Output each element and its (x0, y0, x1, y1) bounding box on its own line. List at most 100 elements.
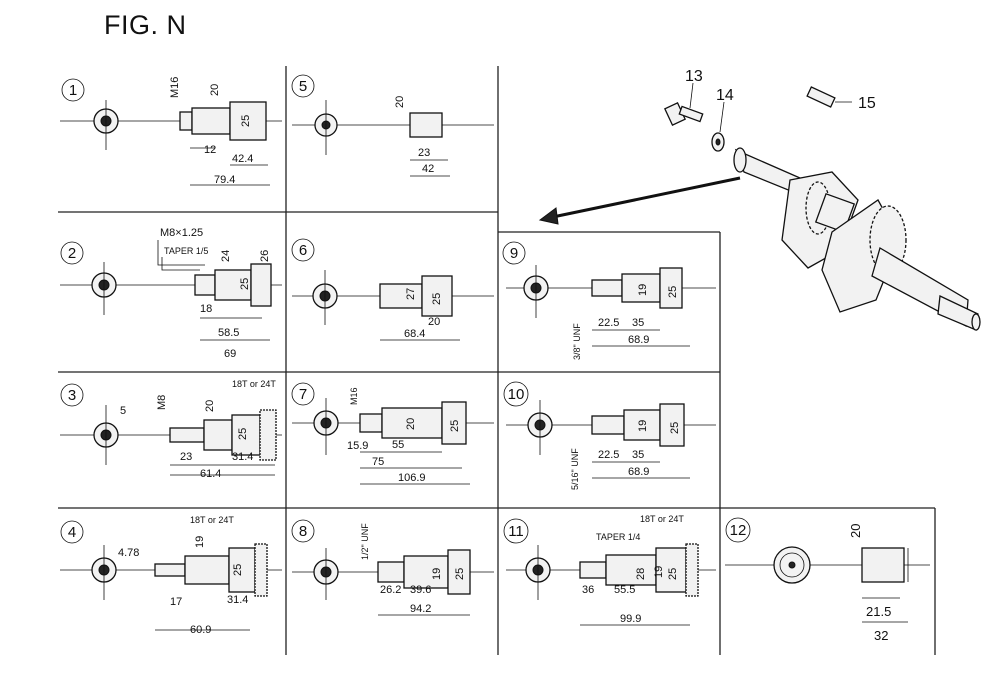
part-number: 14 (716, 87, 734, 104)
dim-label: 20 (394, 96, 406, 108)
crankshaft-assembly: 13 14 15 (538, 68, 981, 331)
dim-label: 25 (449, 420, 461, 432)
dim-label: 19 (637, 420, 649, 432)
dim-label: 26 (259, 250, 271, 262)
dim-label: 18T or 24T (232, 379, 276, 389)
dim-label: 20 (204, 400, 216, 412)
dim-label: 31.4 (232, 451, 253, 463)
dim-label: TAPER 1/5 (164, 246, 208, 256)
dim-label: 15.9 (347, 440, 368, 452)
part-number: 13 (685, 68, 703, 85)
dim-label: 26.2 (380, 584, 401, 596)
dim-label: 31.4 (227, 594, 248, 606)
cell-8: 8 1/2" UNF 19 25 26.2 39.6 94.2 (291, 519, 494, 616)
grid (58, 66, 936, 655)
cell-10: 10 5/16" UNF 19 25 22.5 35 68.9 (503, 381, 716, 490)
dim-label: 17 (170, 596, 182, 608)
dim-label: 1/2" UNF (360, 523, 370, 560)
dim-label: 55 (392, 439, 404, 451)
cell-number: 7 (299, 386, 307, 403)
key-icon (806, 86, 836, 108)
dim-label: 21.5 (866, 604, 891, 619)
cell-number: 4 (68, 524, 76, 541)
dim-label: 25 (669, 422, 681, 434)
figure-title: FIG. N (104, 10, 187, 40)
cell-7: 7 M16 20 25 15.9 55 75 106.9 (291, 382, 494, 485)
dim-label: 25 (431, 293, 443, 305)
cell-number: 8 (299, 523, 307, 540)
cell-number: 10 (508, 386, 525, 403)
dim-label: 25 (237, 428, 249, 440)
dim-label: 18T or 24T (640, 514, 684, 524)
dim-label: 18 (200, 303, 212, 315)
dim-label: 23 (180, 451, 192, 463)
dim-label: 19 (194, 536, 206, 548)
cell-9: 9 3/8" UNF 19 25 22.5 35 68.9 (502, 241, 716, 360)
dim-label: 22.5 (598, 449, 619, 461)
dim-label: 68.9 (628, 334, 649, 346)
cell-12: 12 20 21.5 32 (725, 517, 930, 643)
dim-label: 68.4 (404, 328, 425, 340)
dim-label: 75 (372, 456, 384, 468)
dim-label: 25 (667, 286, 679, 298)
dim-label: 3/8" UNF (572, 323, 582, 360)
dim-label: 20 (209, 84, 221, 96)
cell-4: 4 4.78 19 18T or 24T 25 17 31.4 60.9 (60, 515, 282, 636)
dim-label: 20 (428, 316, 440, 328)
dim-label: 55.5 (614, 584, 635, 596)
dim-label: M8 (156, 395, 168, 410)
dim-label: 42 (422, 163, 434, 175)
dim-label: 19 (653, 566, 665, 578)
dim-label: 39.6 (410, 584, 431, 596)
dim-label: 32 (874, 628, 888, 643)
dim-label: M16 (169, 77, 181, 98)
cell-number: 11 (508, 523, 524, 540)
dim-label: 36 (582, 584, 594, 596)
dim-label: 25 (239, 278, 251, 290)
cell-number: 5 (299, 78, 307, 95)
crankshaft-icon (733, 147, 981, 331)
dim-label: 42.4 (232, 153, 253, 165)
dim-label: 25 (232, 564, 244, 576)
dim-label: 23 (418, 147, 430, 159)
cell-number: 3 (68, 387, 76, 404)
dim-label: 20 (848, 524, 863, 538)
dim-label: 61.4 (200, 468, 221, 480)
dim-label: 35 (632, 317, 644, 329)
dim-label: 28 (635, 568, 647, 580)
cell-1: 1 M16 20 25 12 42.4 79.4 (60, 77, 282, 186)
dim-label: 12 (204, 144, 216, 156)
dim-label: 79.4 (214, 174, 235, 186)
dim-label: 22.5 (598, 317, 619, 329)
dim-label: M16 (349, 387, 359, 405)
dim-label: 94.2 (410, 603, 431, 615)
dim-label: M8×1.25 (160, 227, 203, 239)
cell-number: 2 (68, 245, 76, 262)
dim-label: 18T or 24T (190, 515, 234, 525)
cell-11: 11 18T or 24T TAPER 1/4 36 55.5 28 19 25… (503, 514, 716, 626)
cell-5: 5 20 23 42 (291, 74, 494, 177)
dim-label: 19 (431, 568, 443, 580)
dim-label: 25 (454, 568, 466, 580)
dim-label: 24 (220, 250, 232, 262)
dim-label: 60.9 (190, 624, 211, 636)
dim-label: 25 (240, 115, 252, 127)
cell-number: 9 (510, 245, 518, 262)
dim-label: 27 (405, 288, 417, 300)
cell-2: 2 M8×1.25 TAPER 1/5 24 26 25 18 58.5 69 (60, 227, 282, 360)
cell-number: 12 (730, 522, 747, 539)
cell-number: 1 (69, 82, 77, 99)
cell-6: 6 27 25 20 68.4 (291, 238, 494, 341)
dim-label: 25 (667, 568, 679, 580)
dim-label: 58.5 (218, 327, 239, 339)
cell-number: 6 (299, 242, 307, 259)
bolt-icon (663, 102, 704, 126)
dim-label: 69 (224, 348, 236, 360)
dim-label: 99.9 (620, 613, 641, 625)
dim-label: 5/16" UNF (570, 448, 580, 490)
part-number: 15 (858, 95, 876, 112)
cell-3: 3 5 M8 18T or 24T 20 25 23 31.4 61.4 (60, 379, 282, 480)
dim-label: 35 (632, 449, 644, 461)
dim-label: 4.78 (118, 547, 139, 559)
